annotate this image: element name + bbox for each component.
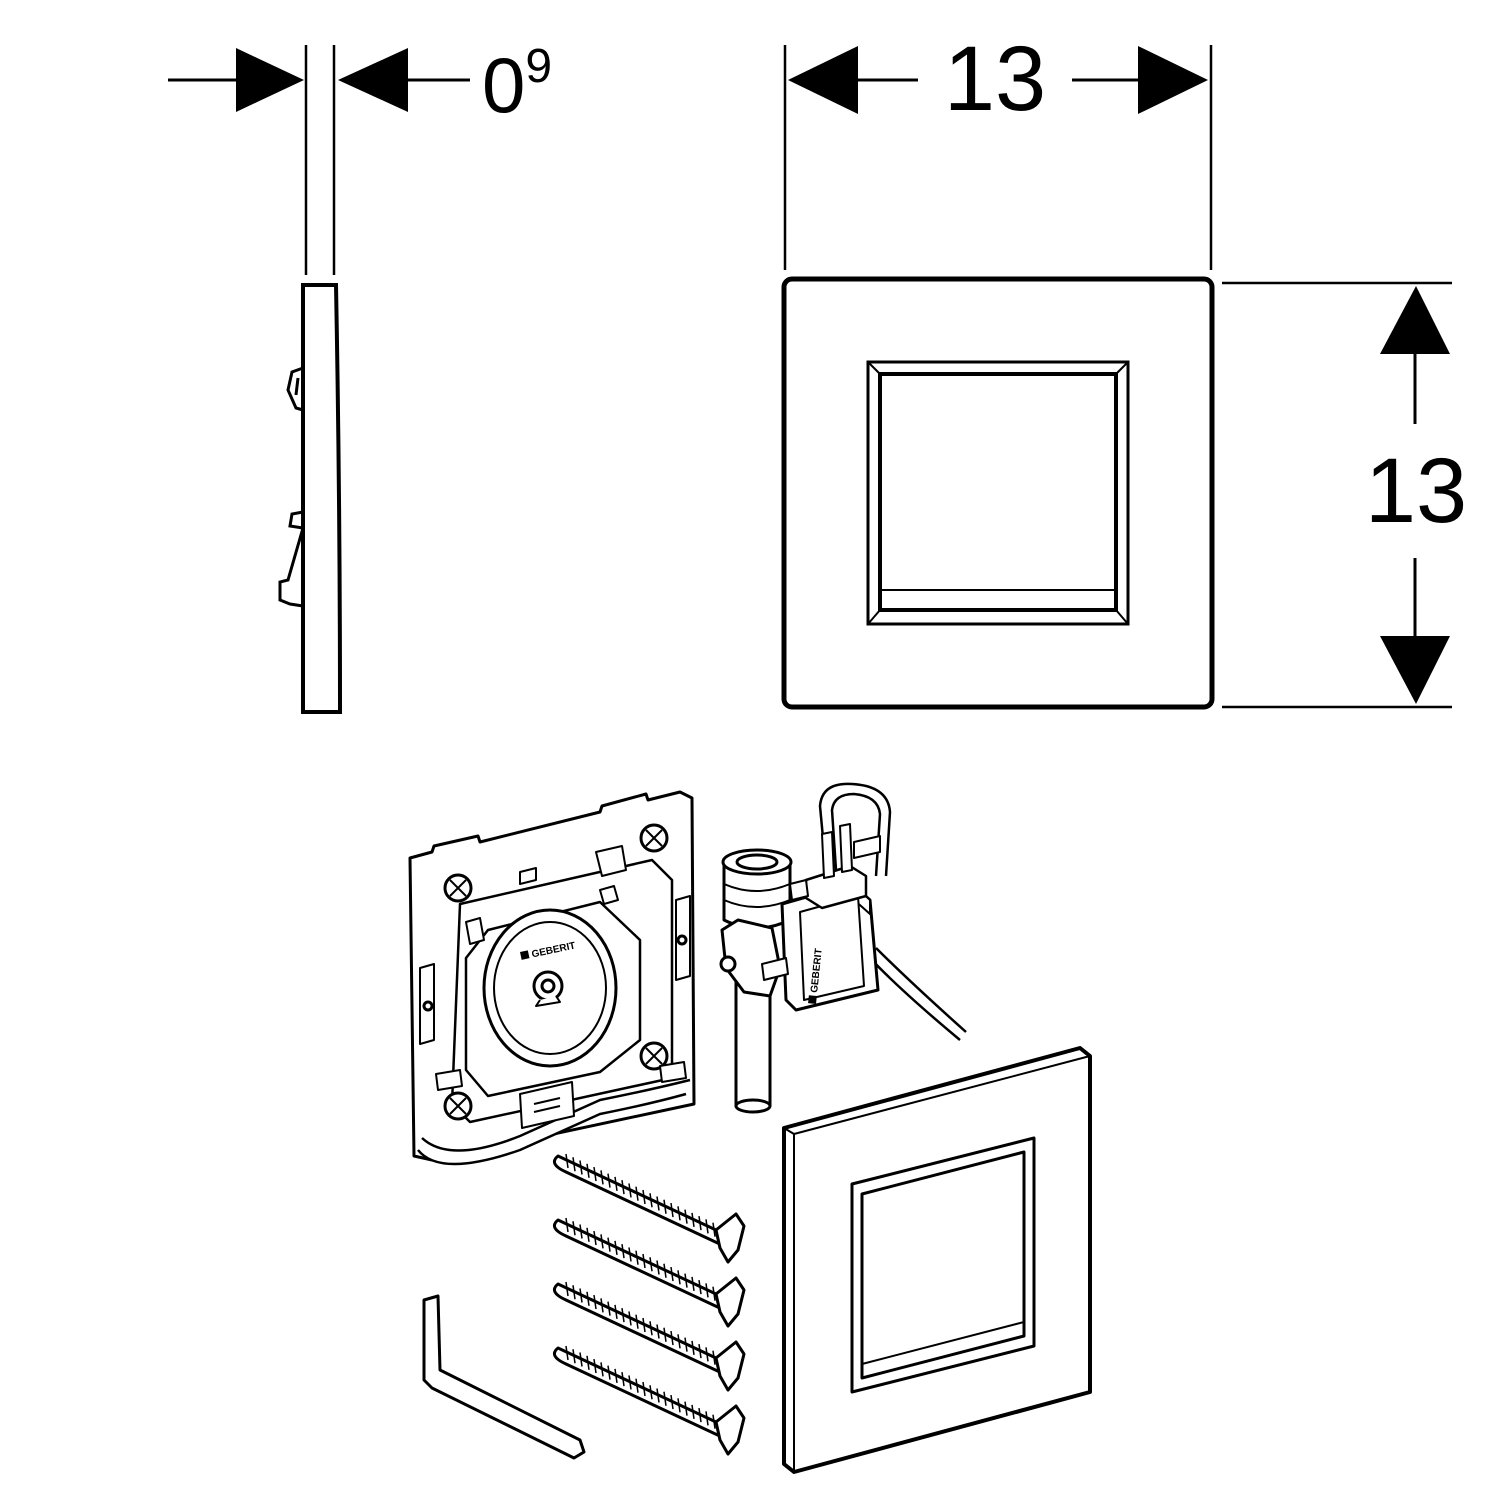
actuator-pin [540,978,556,994]
cover-button-lower-edge [861,1321,1025,1365]
allen-key-body [422,1294,586,1460]
thickness-value: 09 [482,40,552,129]
frame-hole-left [422,1000,434,1012]
height-dimension [1222,281,1452,709]
valve-terminal-2 [839,823,853,873]
frame-screw-top-left [443,873,473,903]
solenoid-valve: GEBERIT [719,782,967,1114]
frame-bottom-clip-left [435,1069,463,1091]
front-view [781,276,1215,710]
valve-wire-loop [818,782,892,877]
exploded-cover-plate [782,1046,1092,1474]
frame-top-tab [595,845,627,877]
height-arrow-top [1380,286,1450,354]
frame-top-latch [599,885,619,905]
frame-screw-top-right [639,823,669,853]
frame-connector-lines [533,1097,561,1113]
actuator-keyway [535,995,561,1007]
frame-bottom-connector [519,1081,575,1129]
valve-terminal-clip [853,835,881,859]
side-clip-middle [288,510,304,530]
side-clip-lower [278,527,305,608]
height-arrow-bottom [1380,636,1450,704]
frame-screw-bottom-left [443,1091,473,1121]
thickness-dimension [168,48,470,112]
side-plate-profile [301,283,343,714]
threaded-rod-1 [552,1154,746,1264]
front-button-inner [878,372,1118,612]
bevel-line-br [1115,609,1129,625]
geberit-logo-valve: GEBERIT [808,948,825,1004]
side-clip-upper-detail [294,377,300,396]
valve-elbow-bolt [719,955,737,973]
bevel-line-bl [867,609,881,625]
frame-top-notch [519,867,537,885]
valve-cable [869,957,961,1041]
bevel-line-tr [1115,361,1129,375]
width-value: 13 [944,28,1046,130]
front-cover-plate [781,276,1215,710]
threaded-rod-4 [552,1346,746,1456]
width-dimension [783,45,1213,270]
valve-cable-2 [875,947,967,1033]
cover-button-inner [860,1150,1026,1380]
width-arrow-left [788,46,858,114]
allen-key-edge [437,1295,581,1441]
valve-top-clip [789,879,809,901]
side-view [278,45,343,714]
valve-pipe-end [734,1098,772,1114]
bevel-line-tl [867,361,881,375]
rod-thread-marks [565,1153,716,1429]
height-value: 13 [1365,440,1467,542]
front-button-outer [866,360,1130,626]
threaded-rod-2 [552,1218,746,1328]
valve-inlet-bore [735,853,779,871]
valve-terminal-1 [821,831,835,879]
valve-side-clip [761,957,789,981]
frame-screw-bottom-right [639,1041,669,1071]
side-clip-upper [286,366,304,412]
thickness-arrow-right [338,48,408,112]
svg-text:GEBERIT: GEBERIT [809,948,825,993]
thickness-arrow-left [236,48,304,112]
mounting-frame: GEBERIT [408,790,696,1166]
frame-left-latch [465,917,485,945]
frame-hole-right [676,934,688,946]
frame-bottom-clip-right [659,1061,687,1083]
threaded-rods [552,1154,746,1456]
width-arrow-right [1138,46,1208,114]
valve-wire-loop-inner [830,792,882,877]
allen-key [422,1294,586,1460]
